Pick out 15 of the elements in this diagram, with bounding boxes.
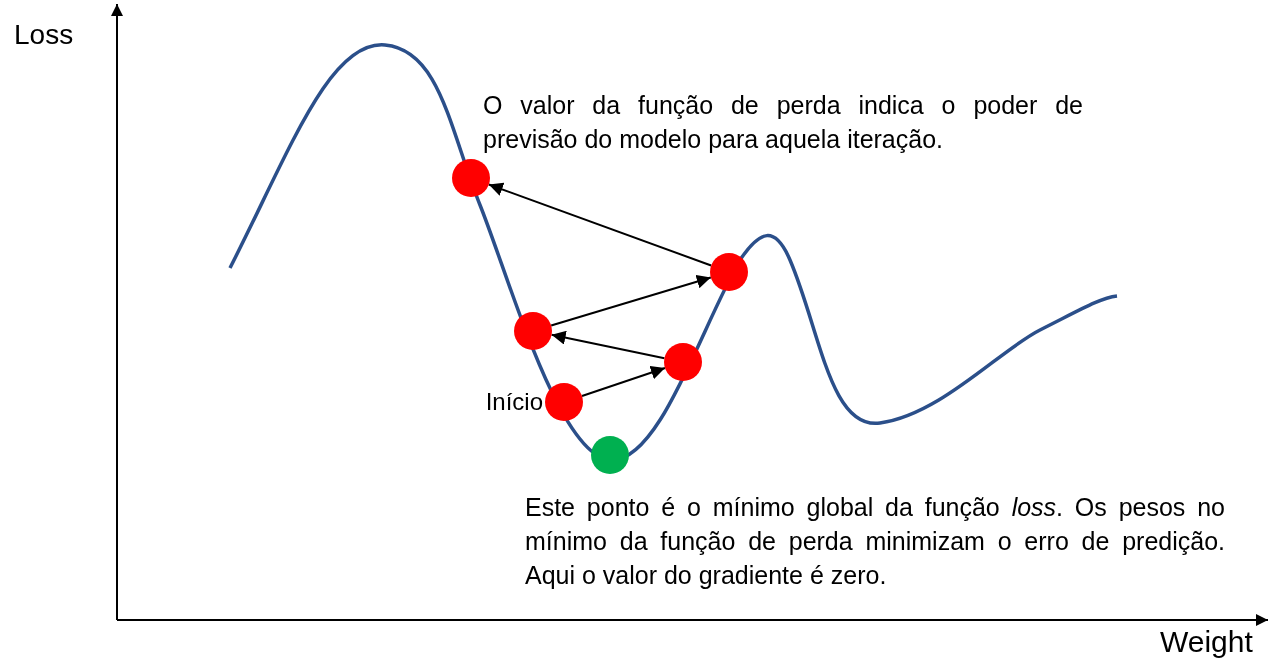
arrow [550,274,712,327]
point-marker [514,312,552,350]
arrow [550,330,666,360]
point-marker [664,343,702,381]
point-marker [452,159,490,197]
arrow [581,365,666,397]
point-marker [545,383,583,421]
arrow [487,182,713,267]
point-marker [710,253,748,291]
annotation-text: O valor da função de perda indica o poder de previsão do modelo para aquela iteração. [483,90,1083,155]
point-marker [591,436,629,474]
annotation-text: Este ponto é o mínimo global da função loss. Os pesos no mínimo da função de perda minimizam o erro de predição. Aqui o valor do gradiente é zero. [525,492,1225,591]
point-label: Início [485,387,543,417]
axis-label: Weight [1160,625,1254,659]
axis-label: Loss [14,18,75,52]
